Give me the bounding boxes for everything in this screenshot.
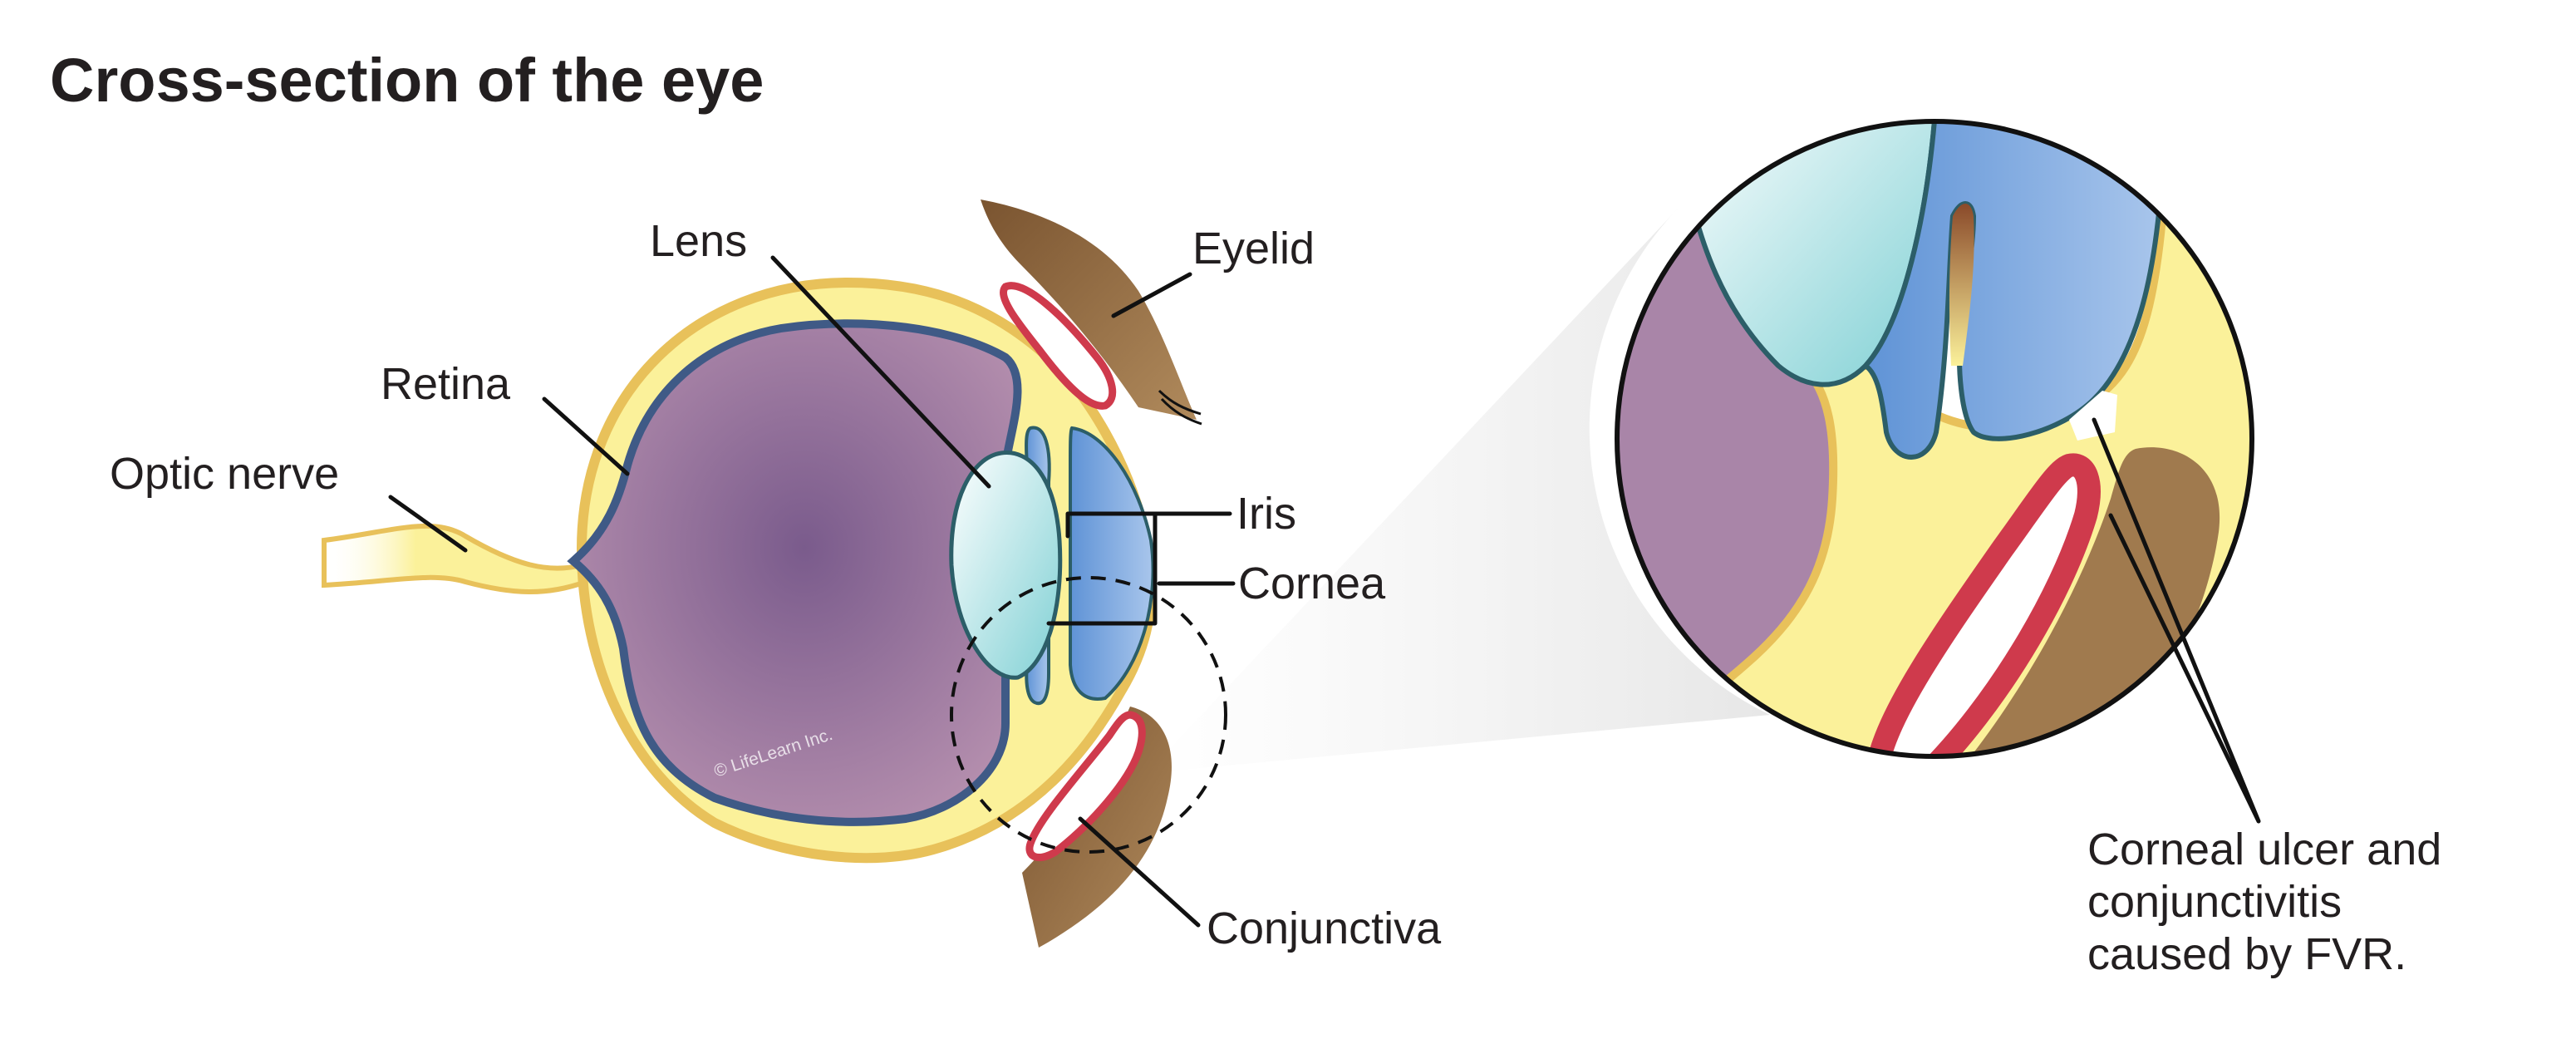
zoom-conjunctiva	[1866, 453, 2101, 756]
label-eyelid: Eyelid	[1192, 224, 1315, 273]
callout: Corneal ulcer and conjunctivitis caused …	[2087, 417, 2441, 979]
label-iris: Iris	[1236, 489, 1296, 539]
zoom-circle-border	[1615, 119, 2254, 759]
label-cornea: Cornea	[1238, 559, 1386, 608]
label-retina: Retina	[381, 359, 511, 409]
leader-conjunctiva	[1078, 816, 1201, 928]
zoom-iris-tip	[1949, 204, 1974, 366]
lens	[949, 451, 1063, 680]
focus-circle	[950, 576, 1227, 854]
eye-labels: Lens Eyelid Retina Optic nerve Iris Corn…	[110, 216, 1442, 953]
label-conjunctiva: Conjunctiva	[1207, 904, 1442, 953]
label-lens: Lens	[650, 216, 747, 266]
leader-lens	[770, 255, 991, 489]
leader-iris	[1046, 511, 1232, 626]
label-optic-nerve: Optic nerve	[110, 449, 339, 499]
zoom-ulcer	[2069, 391, 2117, 441]
zoom-beam	[1147, 208, 1770, 773]
leader-callout	[2092, 417, 2261, 824]
eye-illustration: © LifeLearn Inc.	[322, 199, 1227, 948]
conjunctiva-lower	[1025, 711, 1146, 861]
magnified-detail	[1615, 119, 2254, 759]
callout-line-3: caused by FVR.	[2087, 929, 2406, 979]
leader-optic-nerve	[388, 495, 468, 553]
iris-front	[1069, 426, 1155, 701]
eyelashes	[1158, 389, 1202, 426]
callout-line-1: Corneal ulcer and	[2087, 825, 2441, 874]
conjunctiva-upper	[1000, 282, 1117, 410]
leader-eyelid	[1111, 272, 1192, 318]
upper-eyelid	[981, 199, 1197, 420]
optic-nerve	[322, 523, 589, 594]
zoom-eyelid	[1936, 447, 2220, 756]
leader-retina	[542, 396, 630, 476]
diagram-title: Cross-section of the eye	[50, 46, 764, 115]
callout-line-2: conjunctivitis	[2087, 877, 2342, 927]
